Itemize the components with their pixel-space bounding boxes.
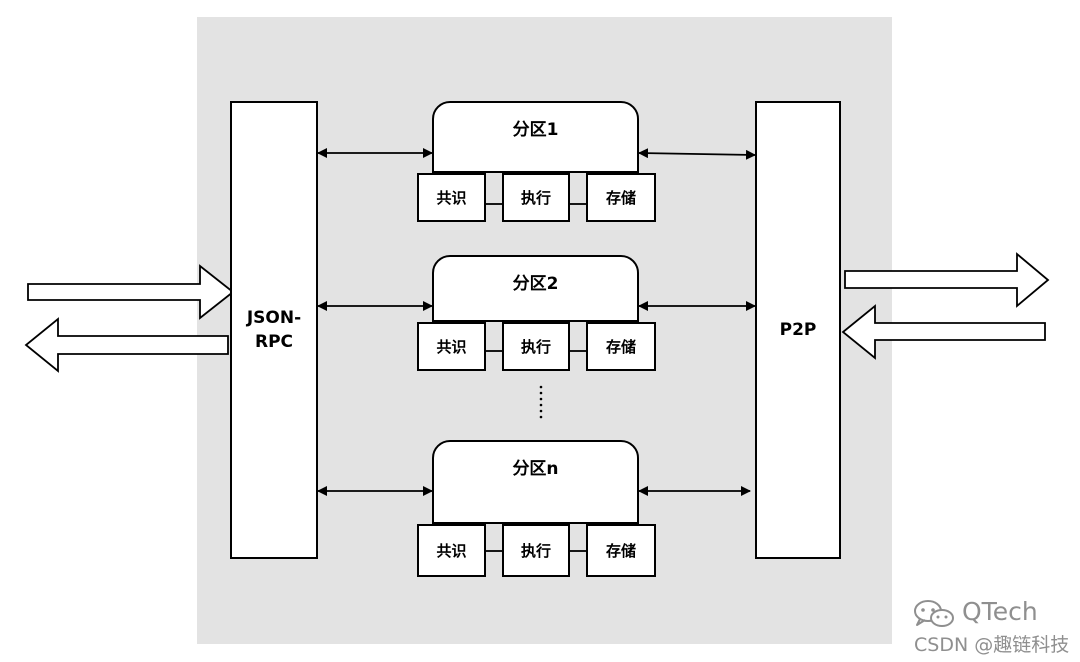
module-execution: 执行 — [502, 322, 570, 371]
incoming-arrow-left — [27, 264, 235, 320]
p2p-box: P2P — [755, 101, 841, 559]
partition-title: 分区n — [512, 459, 559, 479]
module-label: 执行 — [520, 189, 551, 207]
module-storage: 存储 — [586, 524, 656, 577]
module-execution: 执行 — [502, 173, 570, 222]
json-rpc-label-line1: JSON- — [246, 308, 302, 328]
partition-n: 分区n — [432, 440, 639, 524]
module-label: 执行 — [520, 338, 551, 356]
watermark-credit: CSDN @趣链科技 — [914, 634, 1070, 656]
module-consensus: 共识 — [417, 322, 486, 371]
module-execution: 执行 — [502, 524, 570, 577]
module-label: 存储 — [605, 338, 636, 356]
module-label: 共识 — [436, 542, 467, 560]
p2p-label: P2P — [779, 320, 817, 340]
partition-title: 分区1 — [512, 120, 559, 140]
module-label: 共识 — [436, 338, 467, 356]
incoming-arrow-right — [841, 304, 1046, 360]
module-consensus: 共识 — [417, 173, 486, 222]
module-label: 执行 — [520, 542, 551, 560]
vertical-ellipsis-icon — [539, 385, 543, 419]
watermark-brand: QTech — [962, 597, 1038, 626]
module-label: 共识 — [436, 189, 467, 207]
module-storage: 存储 — [586, 322, 656, 371]
outgoing-arrow-left — [24, 317, 229, 373]
module-storage: 存储 — [586, 173, 656, 222]
partition-1: 分区1 — [432, 101, 639, 173]
module-consensus: 共识 — [417, 524, 486, 577]
json-rpc-label-line2: RPC — [254, 332, 294, 352]
module-label: 存储 — [605, 189, 636, 207]
outgoing-arrow-right — [844, 252, 1050, 308]
partition-title: 分区2 — [512, 274, 559, 294]
partition-2: 分区2 — [432, 255, 639, 322]
json-rpc-box: JSON- RPC — [230, 101, 318, 559]
module-label: 存储 — [605, 542, 636, 560]
arrow-partition1-p2p — [638, 148, 756, 160]
wechat-icon — [914, 600, 954, 627]
